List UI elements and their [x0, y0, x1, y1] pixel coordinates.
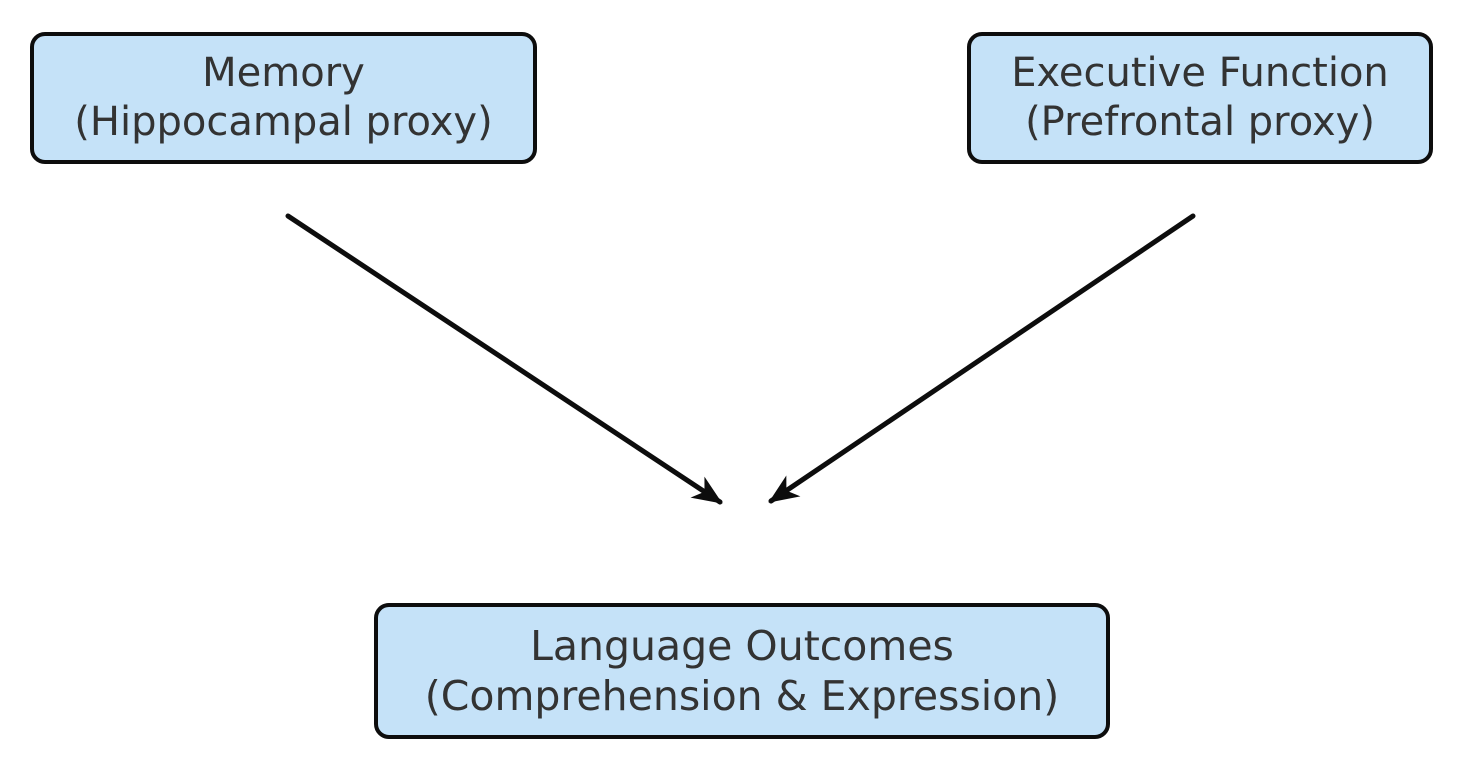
node-language-outcomes-subtitle: (Comprehension & Expression): [424, 672, 1060, 720]
node-executive-function-title: Executive Function: [1011, 50, 1389, 97]
node-language-outcomes-title: Language Outcomes: [530, 621, 954, 670]
arrow-memory-to-language: [285, 213, 723, 505]
node-executive-function: Executive Function (Prefrontal proxy): [967, 32, 1433, 164]
node-executive-function-subtitle: (Prefrontal proxy): [1025, 99, 1375, 145]
node-memory-title: Memory: [202, 50, 365, 97]
arrow-executive-to-language: [768, 213, 1196, 504]
node-memory-subtitle: (Hippocampal proxy): [74, 99, 493, 145]
node-language-outcomes: Language Outcomes (Comprehension & Expre…: [374, 603, 1110, 739]
node-memory: Memory (Hippocampal proxy): [30, 32, 537, 164]
